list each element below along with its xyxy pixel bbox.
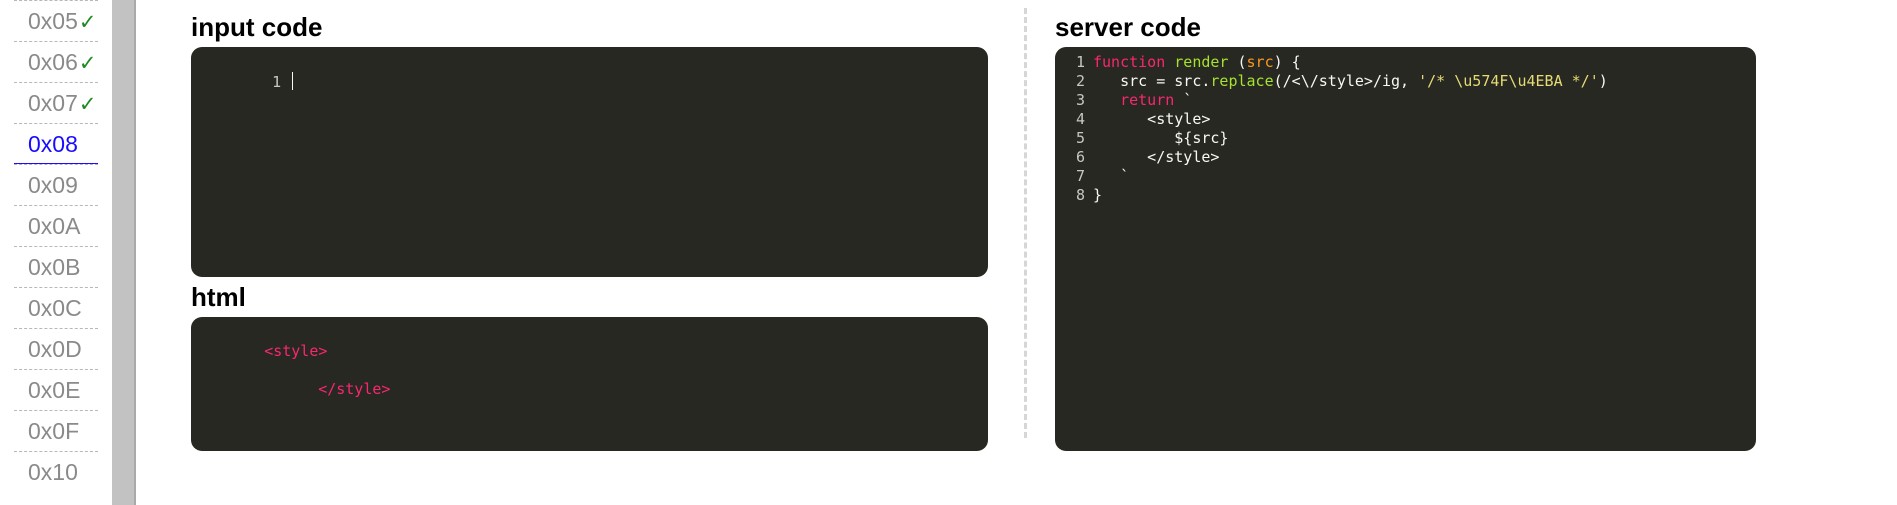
server-code-heading: server code — [1055, 12, 1201, 42]
code-token: ` — [1093, 167, 1130, 185]
level-item-0x0f[interactable]: 0x0F — [14, 410, 98, 451]
code-token: </style> — [1093, 148, 1220, 166]
level-label: 0x05 — [28, 8, 78, 34]
html-output-heading: html — [191, 282, 246, 312]
code-token: src — [1246, 53, 1274, 71]
html-close-tag: </style> — [318, 380, 391, 398]
code-token: '/* \u574F\u4EBA */' — [1418, 72, 1599, 90]
level-label: 0x0C — [28, 295, 82, 321]
server-code-line: 6 </style> — [1055, 148, 1219, 167]
code-text: </style> — [1093, 148, 1219, 166]
level-item-0x0d[interactable]: 0x0D — [14, 328, 98, 369]
column-divider — [1024, 8, 1027, 438]
code-token: return — [1120, 91, 1175, 109]
level-item-0x0c[interactable]: 0x0C — [14, 287, 98, 328]
level-item-0x0b[interactable]: 0x0B — [14, 246, 98, 287]
line-number: 8 — [1075, 186, 1085, 204]
level-label: 0x0B — [28, 254, 81, 280]
line-number: 5 — [1075, 129, 1085, 147]
server-code-line: 7 ` — [1055, 167, 1129, 186]
code-token: ) — [1598, 72, 1608, 90]
line-number: 7 — [1075, 167, 1085, 185]
line-number: 3 — [1075, 91, 1085, 109]
text-caret — [292, 72, 294, 90]
line-number: 6 — [1075, 148, 1085, 166]
code-token: ( — [1228, 53, 1247, 71]
html-output-line-3: </style> — [264, 361, 390, 398]
level-label: 0x06 — [28, 49, 78, 75]
code-text: function render (src) { — [1093, 53, 1301, 71]
code-token — [1165, 53, 1174, 71]
code-token: src = src. — [1093, 72, 1211, 90]
server-code-line: 8} — [1055, 186, 1102, 205]
solved-check-icon: ✓ — [78, 52, 97, 75]
server-code-line: 1 function render (src) { — [1055, 53, 1301, 72]
line-number: 1 — [1075, 53, 1085, 71]
server-code-line: 2 src = src.replace(/<\/style>/ig, '/* \… — [1055, 72, 1608, 91]
code-token: replace — [1210, 72, 1274, 90]
html-output-line-1: <style> — [210, 323, 327, 360]
code-token: function — [1093, 53, 1166, 71]
level-item-0x10[interactable]: 0x10 — [14, 451, 98, 492]
line-number: 2 — [1075, 72, 1085, 90]
level-label: 0x0E — [28, 377, 81, 403]
level-item-0x06[interactable]: 0x06✓ — [14, 41, 98, 82]
level-label: 0x10 — [28, 459, 78, 485]
level-item-0x05[interactable]: 0x05✓ — [14, 0, 98, 41]
code-text: ${src} — [1093, 129, 1228, 147]
code-token: ` — [1174, 91, 1193, 109]
solved-check-icon: ✓ — [78, 93, 97, 116]
server-code-line: 4 <style> — [1055, 110, 1210, 129]
code-token: <style> — [1093, 110, 1211, 128]
input-code-line[interactable]: 1 — [191, 53, 294, 91]
level-label: 0x0D — [28, 336, 82, 362]
code-token: } — [1093, 186, 1103, 204]
level-item-0x07[interactable]: 0x07✓ — [14, 82, 98, 123]
code-text: } — [1093, 186, 1102, 204]
line-number: 4 — [1075, 110, 1085, 128]
level-label: 0x09 — [28, 172, 78, 198]
server-code-line: 3 return ` — [1055, 91, 1192, 110]
level-item-0x09[interactable]: 0x09 — [14, 164, 98, 205]
html-open-tag: <style> — [264, 342, 328, 360]
solved-check-icon: ✓ — [78, 11, 97, 34]
level-item-0x08[interactable]: 0x08 — [14, 123, 98, 164]
level-label: 0x07 — [28, 90, 78, 116]
server-code-line: 5 ${src} — [1055, 129, 1229, 148]
input-code-heading: input code — [191, 12, 323, 42]
level-nav-scrollbar[interactable] — [112, 0, 136, 505]
code-text: <style> — [1093, 110, 1210, 128]
line-number: 1 — [272, 73, 282, 91]
level-item-0x0a[interactable]: 0x0A — [14, 205, 98, 246]
code-text: src = src.replace(/<\/style>/ig, '/* \u5… — [1093, 72, 1608, 90]
code-token — [1093, 91, 1120, 109]
input-code-editor[interactable]: 1 — [191, 47, 988, 277]
level-item-0x0e[interactable]: 0x0E — [14, 369, 98, 410]
level-label: 0x0F — [28, 418, 80, 444]
html-output-panel: <style> </style> — [191, 317, 988, 451]
code-token: ${src} — [1093, 129, 1229, 147]
level-label: 0x0A — [28, 213, 81, 239]
level-label: 0x08 — [28, 131, 78, 157]
code-text: ` — [1093, 167, 1129, 185]
code-text: return ` — [1093, 91, 1192, 109]
code-token: ) { — [1273, 53, 1301, 71]
code-token: (/<\/style>/ig, — [1273, 72, 1419, 90]
code-token: render — [1174, 53, 1229, 71]
